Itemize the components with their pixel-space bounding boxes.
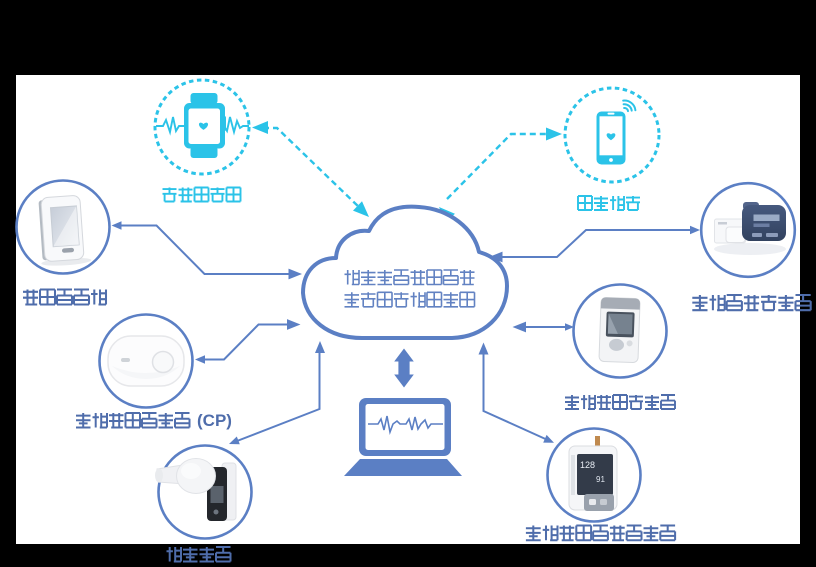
svg-text:128: 128 [580, 460, 595, 470]
svg-text:(CP): (CP) [197, 411, 232, 430]
svg-text:91: 91 [596, 475, 605, 484]
